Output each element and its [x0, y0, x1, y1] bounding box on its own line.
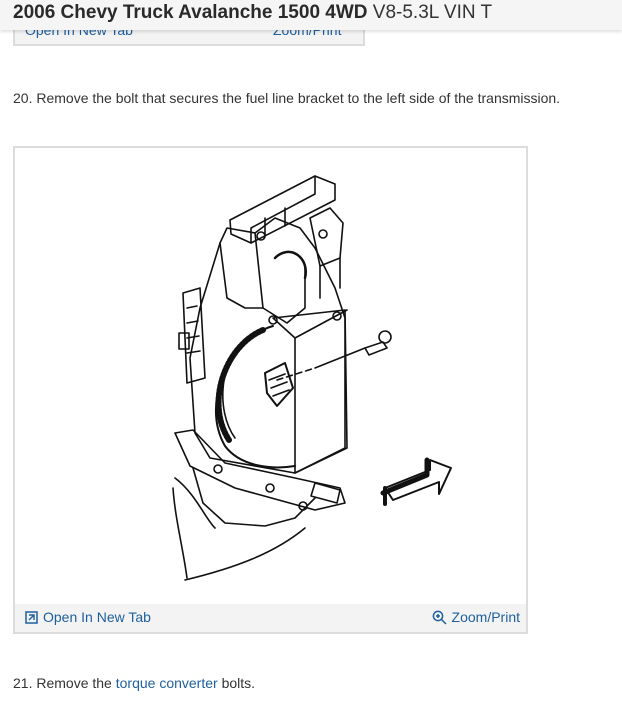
magnifier-plus-icon [432, 610, 447, 625]
open-in-new-tab-label: Open In New Tab [43, 609, 151, 625]
open-in-new-tab-link[interactable]: Open In New Tab [25, 609, 151, 625]
open-new-tab-icon [25, 610, 38, 624]
figure-toolbar: Open In New Tab Zoom/Print [15, 604, 526, 632]
zoom-print-link[interactable]: Zoom/Print [432, 609, 520, 625]
vehicle-title: 2006 Chevy Truck Avalanche 1500 4WD [13, 2, 368, 23]
page-header: 2006 Chevy Truck Avalanche 1500 4WD V8-5… [0, 0, 622, 30]
page-title: 2006 Chevy Truck Avalanche 1500 4WD V8-5… [13, 2, 492, 24]
transmission-diagram [172, 175, 452, 581]
engine-subtitle: V8-5.3L VIN T [372, 2, 493, 23]
step-20: 20. Remove the bolt that secures the fue… [13, 90, 561, 106]
figure-box: Open In New Tab Zoom/Print [13, 146, 528, 634]
step-21-suffix: bolts. [217, 675, 256, 691]
zoom-print-label: Zoom/Print [451, 609, 520, 625]
torque-converter-link[interactable]: torque converter [115, 675, 218, 691]
step-21-prefix: 21. Remove the [13, 675, 116, 691]
step-21: 21. Remove the torque converter bolts. [13, 675, 255, 691]
